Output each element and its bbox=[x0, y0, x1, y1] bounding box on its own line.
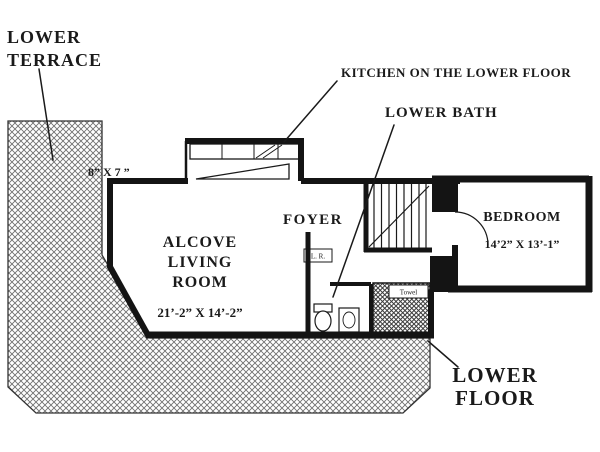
toilet-bowl bbox=[314, 310, 332, 332]
foyer-fixture: L. R. bbox=[303, 248, 333, 263]
lower-floor-label-line1: LOWER bbox=[452, 363, 538, 387]
bedroom-dimensions: 14’2” X 13’-1” bbox=[485, 237, 560, 251]
living-room-label-line1: ALCOVE bbox=[163, 234, 237, 251]
foyer-box bbox=[303, 248, 333, 263]
stair-direction-line bbox=[368, 185, 430, 248]
floor-leader-line bbox=[427, 340, 459, 368]
lower-bath-label: LOWER BATH bbox=[385, 105, 498, 121]
small-dimensions-label: 8” X 7 ” bbox=[88, 165, 130, 179]
living-room-label-line3: ROOM bbox=[172, 274, 228, 291]
stair-treads bbox=[373, 184, 427, 248]
lower-terrace-label-line1: LOWER bbox=[7, 27, 81, 47]
kitchen-fixtures bbox=[189, 143, 301, 180]
kitchen-counter bbox=[189, 143, 301, 160]
foyer-label: FOYER bbox=[283, 212, 343, 228]
stairs bbox=[363, 181, 432, 253]
foyer-box-label: L. R. bbox=[311, 253, 325, 261]
terrace-area bbox=[7, 120, 431, 414]
bedroom-label: BEDROOM bbox=[483, 210, 560, 225]
lower-floor-label-line2: FLOOR bbox=[455, 386, 535, 410]
under-stair-closet: Towel bbox=[372, 282, 431, 335]
kitchen-leader-line bbox=[283, 80, 338, 143]
sink-basin bbox=[342, 311, 356, 329]
diagonal-wall bbox=[106, 263, 152, 339]
terrace-leader-line bbox=[38, 68, 54, 161]
counter-dividers bbox=[221, 144, 279, 159]
lower-terrace-label-line2: TERRACE bbox=[7, 50, 102, 70]
kitchen-peninsula bbox=[195, 163, 290, 180]
walls bbox=[106, 138, 593, 339]
labels: LOWER TERRACE KITCHEN ON THE LOWER FLOOR… bbox=[7, 27, 571, 410]
towel-closet-label: Towel bbox=[400, 289, 417, 297]
living-room-label-line2: LIVING bbox=[168, 254, 233, 271]
bath-leader-line bbox=[332, 124, 395, 298]
bedroom-door-arc bbox=[454, 211, 489, 246]
terrace-hatch bbox=[7, 120, 431, 414]
appliance-marks bbox=[255, 144, 283, 159]
living-room-dimensions: 21’-2” X 14’-2” bbox=[157, 305, 242, 320]
leader-lines bbox=[38, 68, 459, 368]
bedroom-floor-area bbox=[455, 175, 592, 292]
kitchen-note-label: KITCHEN ON THE LOWER FLOOR bbox=[341, 65, 571, 80]
